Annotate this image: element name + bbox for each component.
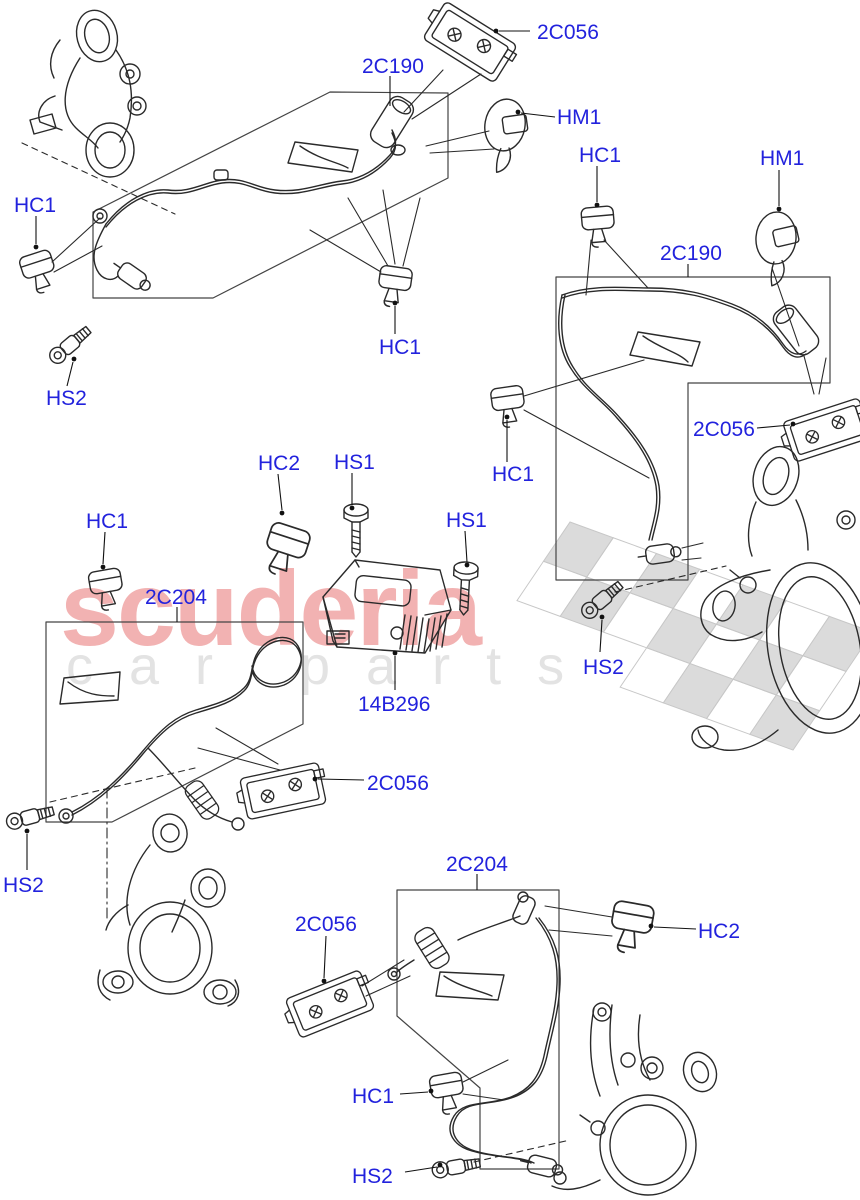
projection-line	[21, 142, 176, 215]
abs-module-bottom	[279, 967, 380, 1042]
part-label-2c056-bottom[interactable]: 2C056	[295, 913, 357, 936]
part-label-hc1-mid-left[interactable]: HC1	[86, 510, 128, 533]
part-label-hs2-bottom-left[interactable]: HS2	[3, 874, 44, 897]
part-label-hm1-right[interactable]: HM1	[760, 147, 804, 170]
part-label-hs2-mid[interactable]: HS2	[583, 656, 624, 679]
part-label-2c190-right[interactable]: 2C190	[660, 242, 722, 265]
part-label-hc1-top-mid[interactable]: HC1	[579, 144, 621, 167]
bottom-abs-harness	[387, 891, 566, 1181]
mid-harness-box	[45, 621, 304, 823]
bolt-hs2-bottom	[430, 1154, 482, 1180]
clip-hc1-top-left	[17, 248, 62, 298]
part-label-2c056-right[interactable]: 2C056	[693, 418, 755, 441]
clip-hc1-mid-right	[489, 384, 529, 430]
part-label-hc2-mid[interactable]: HC2	[258, 452, 300, 475]
part-label-2c204-bottom[interactable]: 2C204	[446, 853, 508, 876]
bottom-harness-box	[396, 889, 560, 1170]
right-harness-box	[555, 276, 831, 581]
flag-tag	[435, 971, 505, 1001]
front-knuckle-right	[691, 445, 860, 752]
part-label-14b296[interactable]: 14B296	[358, 693, 430, 716]
abs-control-module	[322, 559, 452, 654]
part-label-hs2-bottom[interactable]: HS2	[352, 1165, 393, 1188]
flag-tag	[629, 331, 701, 367]
pointer-arrows	[51, 69, 827, 1163]
watermark-subtitle-text: car parts	[66, 636, 600, 696]
part-label-hc1-mid-right[interactable]: HC1	[492, 463, 534, 486]
watermark-brand-text: scuderia	[60, 550, 483, 668]
part-label-2c190-left[interactable]: 2C190	[362, 55, 424, 78]
abs-module-right	[776, 395, 860, 465]
left-harness-box	[92, 91, 449, 299]
front-knuckle-bottom	[551, 1002, 718, 1196]
flag-tag	[59, 671, 121, 705]
flag-tag	[287, 141, 359, 173]
checkered-flag-watermark	[516, 521, 860, 751]
part-label-2c056-top[interactable]: 2C056	[537, 21, 599, 44]
mid-abs-harness	[58, 636, 302, 831]
label-leaders	[24, 28, 796, 1173]
grommet-hm1-right	[751, 209, 803, 289]
part-label-hc1-under-left-box[interactable]: HC1	[379, 336, 421, 359]
right-abs-harness	[558, 286, 823, 567]
part-label-2c204-mid[interactable]: 2C204	[145, 586, 207, 609]
part-label-2c056-mid-left[interactable]: 2C056	[367, 772, 429, 795]
rear-knuckle-mid-left	[97, 813, 240, 1007]
bolt-hs2-left	[45, 322, 95, 368]
clip-hc1-top-mid	[580, 204, 617, 249]
abs-module-top	[416, 0, 522, 86]
part-label-hs2-left[interactable]: HS2	[46, 387, 87, 410]
part-label-hc1-top-left[interactable]: HC1	[14, 194, 56, 217]
part-label-hm1-top[interactable]: HM1	[557, 106, 601, 129]
rear-knuckle-top-left	[29, 9, 147, 178]
grommet-hm1-top	[476, 95, 534, 178]
part-labels: 2C056 2C190 HM1 HC1 HS2 HC1 HC1 HM1 2C19…	[3, 21, 804, 1188]
part-label-hc1-bottom[interactable]: HC1	[352, 1085, 394, 1108]
part-label-hs1-mid-2[interactable]: HS1	[446, 509, 487, 532]
clip-hc2-bottom	[606, 899, 656, 958]
part-label-hc2-bottom[interactable]: HC2	[698, 920, 740, 943]
abs-module-mid-left	[233, 760, 331, 822]
bolt-hs2-bottom-left	[4, 802, 56, 832]
watermark: scuderia car parts	[60, 521, 860, 751]
part-label-hs1-mid[interactable]: HS1	[334, 451, 375, 474]
left-abs-harness	[92, 92, 418, 297]
